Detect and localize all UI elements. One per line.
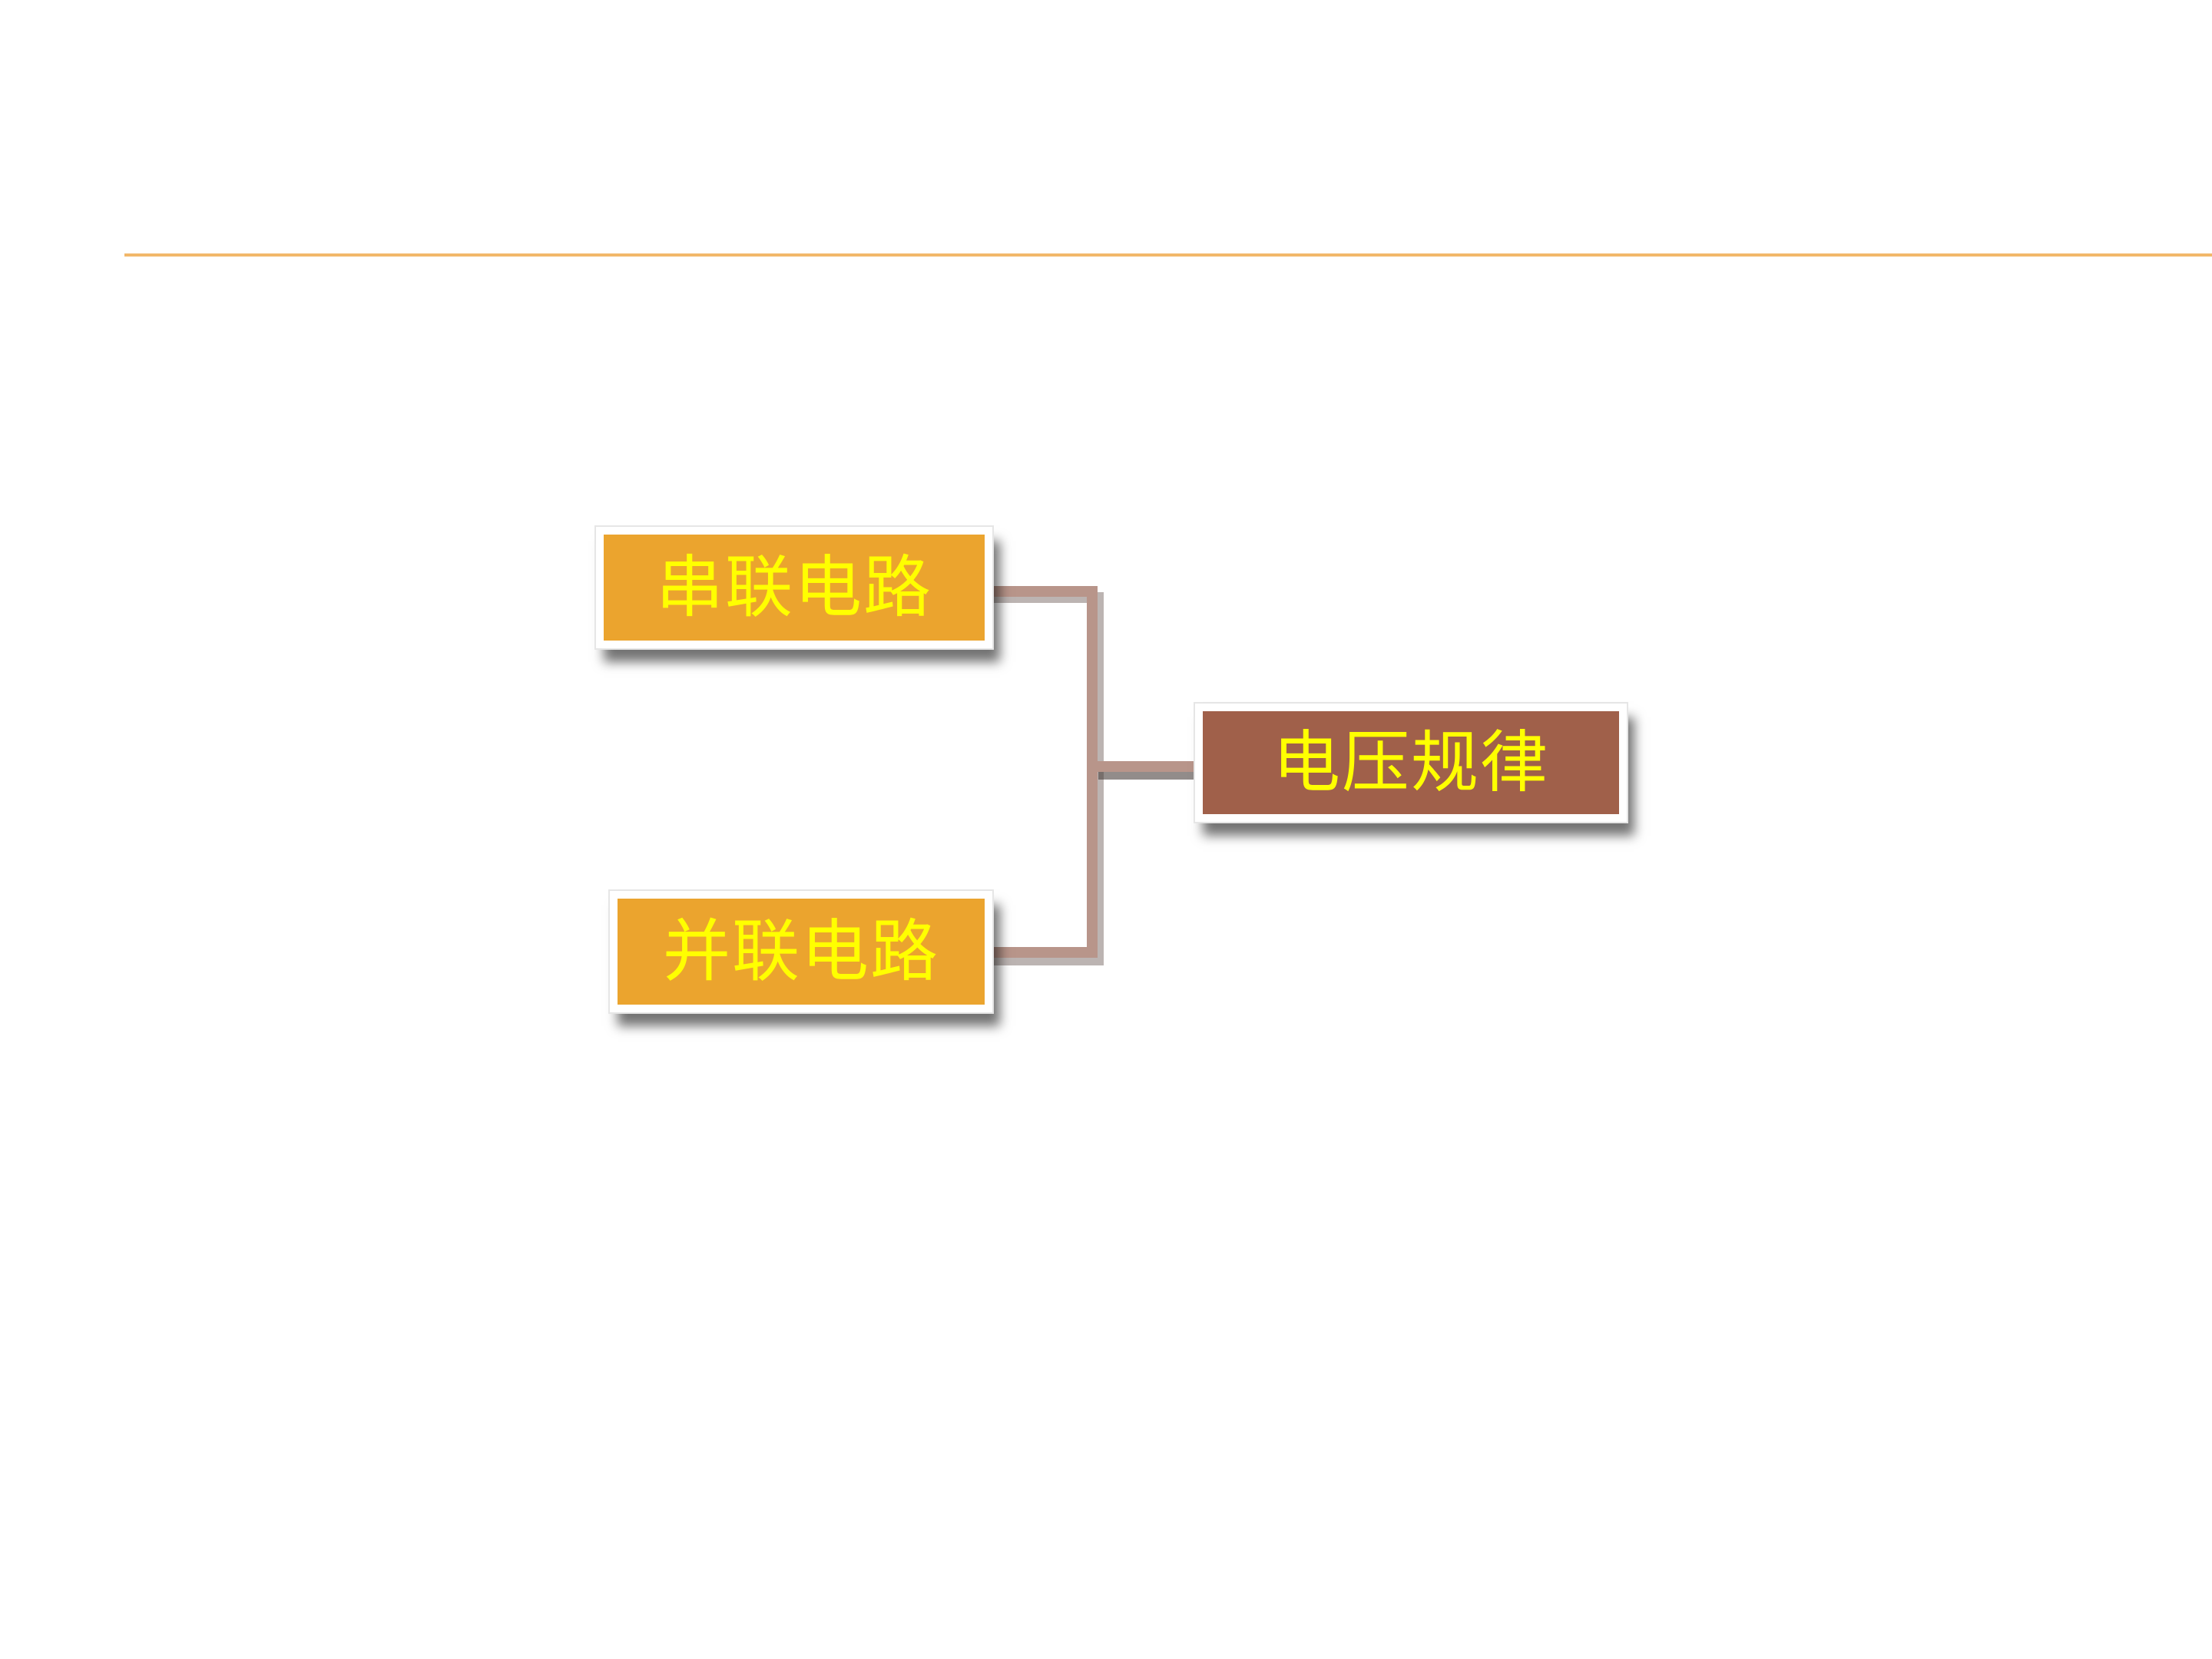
node-series-circuit: 串联电路	[594, 525, 994, 650]
connector-shadow-bottom	[989, 767, 1104, 965]
node-voltage-law-label: 电压规律	[1272, 723, 1549, 802]
node-parallel-circuit: 并联电路	[608, 889, 994, 1014]
node-voltage-law: 电压规律	[1194, 702, 1628, 823]
connector-shadow-top	[989, 592, 1104, 767]
connector-top	[989, 586, 1098, 767]
header-divider	[124, 253, 2212, 257]
node-parallel-circuit-label: 并联电路	[662, 912, 939, 991]
node-series-circuit-label: 串联电路	[655, 548, 932, 627]
connector-bottom	[989, 767, 1098, 958]
